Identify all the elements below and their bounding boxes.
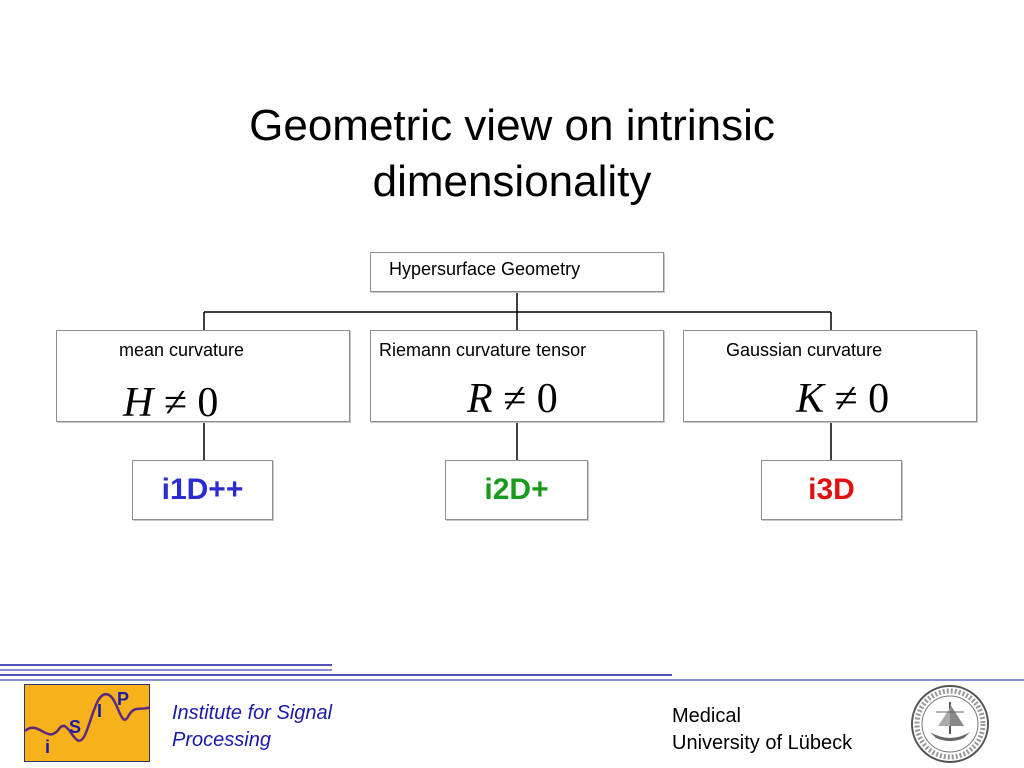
institute-line-1: Institute for Signal [172,702,333,724]
result-label-i1d: i1D++ [161,473,244,506]
concept-label-riemann: Riemann curvature tensor [379,340,587,360]
university-seal-icon [911,685,989,763]
slide-title-line-2: dimensionality [372,157,652,206]
result-node-i1d: i1D++ [132,460,273,520]
formula-rest-k: ≠ 0 [824,376,890,422]
formula-r-not-zero: R ≠ 0 [467,375,558,423]
concept-node-mean-curvature: mean curvature H ≠ 0 [56,330,350,426]
logo-waveform [25,693,149,742]
formula-variable-r: R [467,376,493,422]
slide-title-line-1: Geometric view on intrinsic [249,101,775,150]
logo-letter-i-lower: i [45,737,50,757]
isip-logo: i S I P [24,684,150,762]
root-node-hypersurface-geometry: Hypersurface Geometry [370,252,664,292]
concept-node-riemann-curvature-tensor: Riemann curvature tensor R ≠ 0 [370,330,664,422]
formula-variable-h: H [123,380,154,426]
institute-line-2: Processing [172,729,271,751]
formula-variable-k: K [796,376,825,422]
university-line-2: University of Lübeck [672,732,853,754]
result-label-i2d: i2D+ [484,473,549,506]
concept-label-mean-curvature: mean curvature [119,340,245,360]
logo-letter-p: P [117,689,129,709]
result-node-i2d: i2D+ [445,460,588,520]
result-label-i3d: i3D [808,473,855,506]
isip-logo-graphic: i S I P [25,689,149,757]
formula-h-not-zero: H ≠ 0 [123,379,218,427]
result-node-i3d: i3D [761,460,902,520]
root-node-label: Hypersurface Geometry [389,259,581,279]
concept-label-gaussian: Gaussian curvature [726,340,883,360]
formula-rest-r: ≠ 0 [492,376,558,422]
institute-name: Institute for Signal Processing [172,700,332,754]
concept-node-gaussian-curvature: Gaussian curvature K ≠ 0 [683,330,977,422]
formula-rest-h: ≠ 0 [153,380,219,426]
slide-title: Geometric view on intrinsic dimensionali… [112,98,912,210]
formula-k-not-zero: K ≠ 0 [796,375,889,423]
logo-letter-s: S [69,717,81,737]
logo-letter-i-upper: I [97,701,102,721]
university-line-1: Medical [672,705,741,727]
university-name: Medical University of Lübeck [672,703,852,757]
